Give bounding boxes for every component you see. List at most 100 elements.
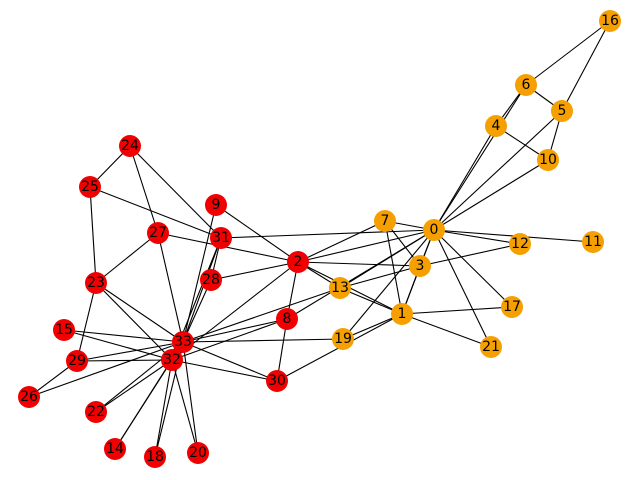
node-circle-29 [66,350,88,372]
node-circle-30 [266,370,288,392]
node-6: 6 [515,74,537,96]
node-5: 5 [551,100,573,122]
node-circle-24 [119,135,141,157]
edge-2-9 [215,204,299,263]
node-label-32: 32 [163,352,181,368]
edge-24-27 [129,145,159,234]
node-label-19: 19 [334,331,352,347]
edge-23-29 [76,282,97,362]
node-circle-33 [172,331,194,353]
node-circle-12 [509,233,531,255]
edge-0-13 [339,229,435,289]
node-label-27: 27 [149,225,167,241]
edge-0-4 [433,125,497,231]
node-23: 23 [85,272,107,294]
node-11: 11 [582,231,604,253]
node-29: 29 [66,350,88,372]
node-circle-2 [287,251,309,273]
node-label-1: 1 [398,306,407,322]
edge-23-33 [95,282,184,343]
node-circle-11 [582,231,604,253]
node-30: 30 [266,370,288,392]
node-18: 18 [144,446,166,468]
edge-24-31 [129,145,222,239]
node-circle-25 [79,176,101,198]
node-circle-13 [329,277,351,299]
node-circle-8 [276,308,298,330]
edge-20-33 [182,341,199,454]
edge-6-16 [525,20,611,86]
edge-31-33 [182,237,222,343]
node-label-14: 14 [106,441,124,457]
node-21: 21 [480,336,502,358]
node-circle-23 [85,272,107,294]
edge-25-31 [89,186,222,239]
node-7: 7 [374,210,396,232]
node-label-31: 31 [212,230,230,246]
node-8: 8 [276,308,298,330]
node-17: 17 [501,296,523,318]
edge-28-33 [182,279,212,343]
node-circle-15 [53,319,75,341]
edge-22-32 [95,359,173,413]
node-26: 26 [18,386,40,408]
node-label-29: 29 [68,353,86,369]
node-0: 0 [423,219,445,241]
node-22: 22 [85,401,107,423]
edge-2-27 [157,232,299,263]
node-12: 12 [509,233,531,255]
node-25: 25 [79,176,101,198]
edge-30-33 [182,341,278,382]
edge-2-3 [297,261,421,267]
node-circle-21 [480,336,502,358]
node-label-16: 16 [601,13,619,29]
node-label-15: 15 [55,322,73,338]
edge-29-32 [76,359,173,362]
node-circle-16 [599,10,621,32]
edge-1-13 [339,287,403,315]
node-circle-5 [551,100,573,122]
node-circle-9 [205,194,227,216]
edge-1-21 [401,313,492,348]
node-circle-19 [332,328,354,350]
edge-13-33 [182,287,341,343]
node-circle-1 [391,303,413,325]
node-circle-14 [104,438,126,460]
edge-26-33 [28,341,184,398]
node-label-5: 5 [558,103,567,119]
node-20: 20 [187,442,209,464]
node-label-7: 7 [381,213,390,229]
node-circle-0 [423,219,445,241]
node-label-22: 22 [87,404,105,420]
node-label-9: 9 [212,197,221,213]
node-circle-6 [515,74,537,96]
edge-1-7 [384,220,403,315]
node-label-10: 10 [539,152,557,168]
node-label-8: 8 [283,311,292,327]
node-label-33: 33 [174,334,192,350]
node-3: 3 [409,255,431,277]
node-14: 14 [104,438,126,460]
node-circle-28 [200,269,222,291]
node-label-4: 4 [492,118,501,134]
node-31: 31 [210,227,232,249]
edge-18-32 [154,359,173,458]
node-circle-31 [210,227,232,249]
edge-0-6 [433,84,527,231]
edge-0-2 [297,229,435,263]
node-label-20: 20 [189,445,207,461]
edge-23-32 [95,282,173,361]
node-label-3: 3 [416,258,425,274]
node-1: 1 [391,303,413,325]
node-circle-17 [501,296,523,318]
edge-23-27 [95,232,159,284]
node-33: 33 [172,331,194,353]
edge-20-32 [171,359,199,454]
node-label-18: 18 [146,449,164,465]
node-label-24: 24 [121,138,139,154]
edge-0-5 [433,110,563,231]
node-label-0: 0 [430,222,439,238]
node-circle-27 [147,222,169,244]
